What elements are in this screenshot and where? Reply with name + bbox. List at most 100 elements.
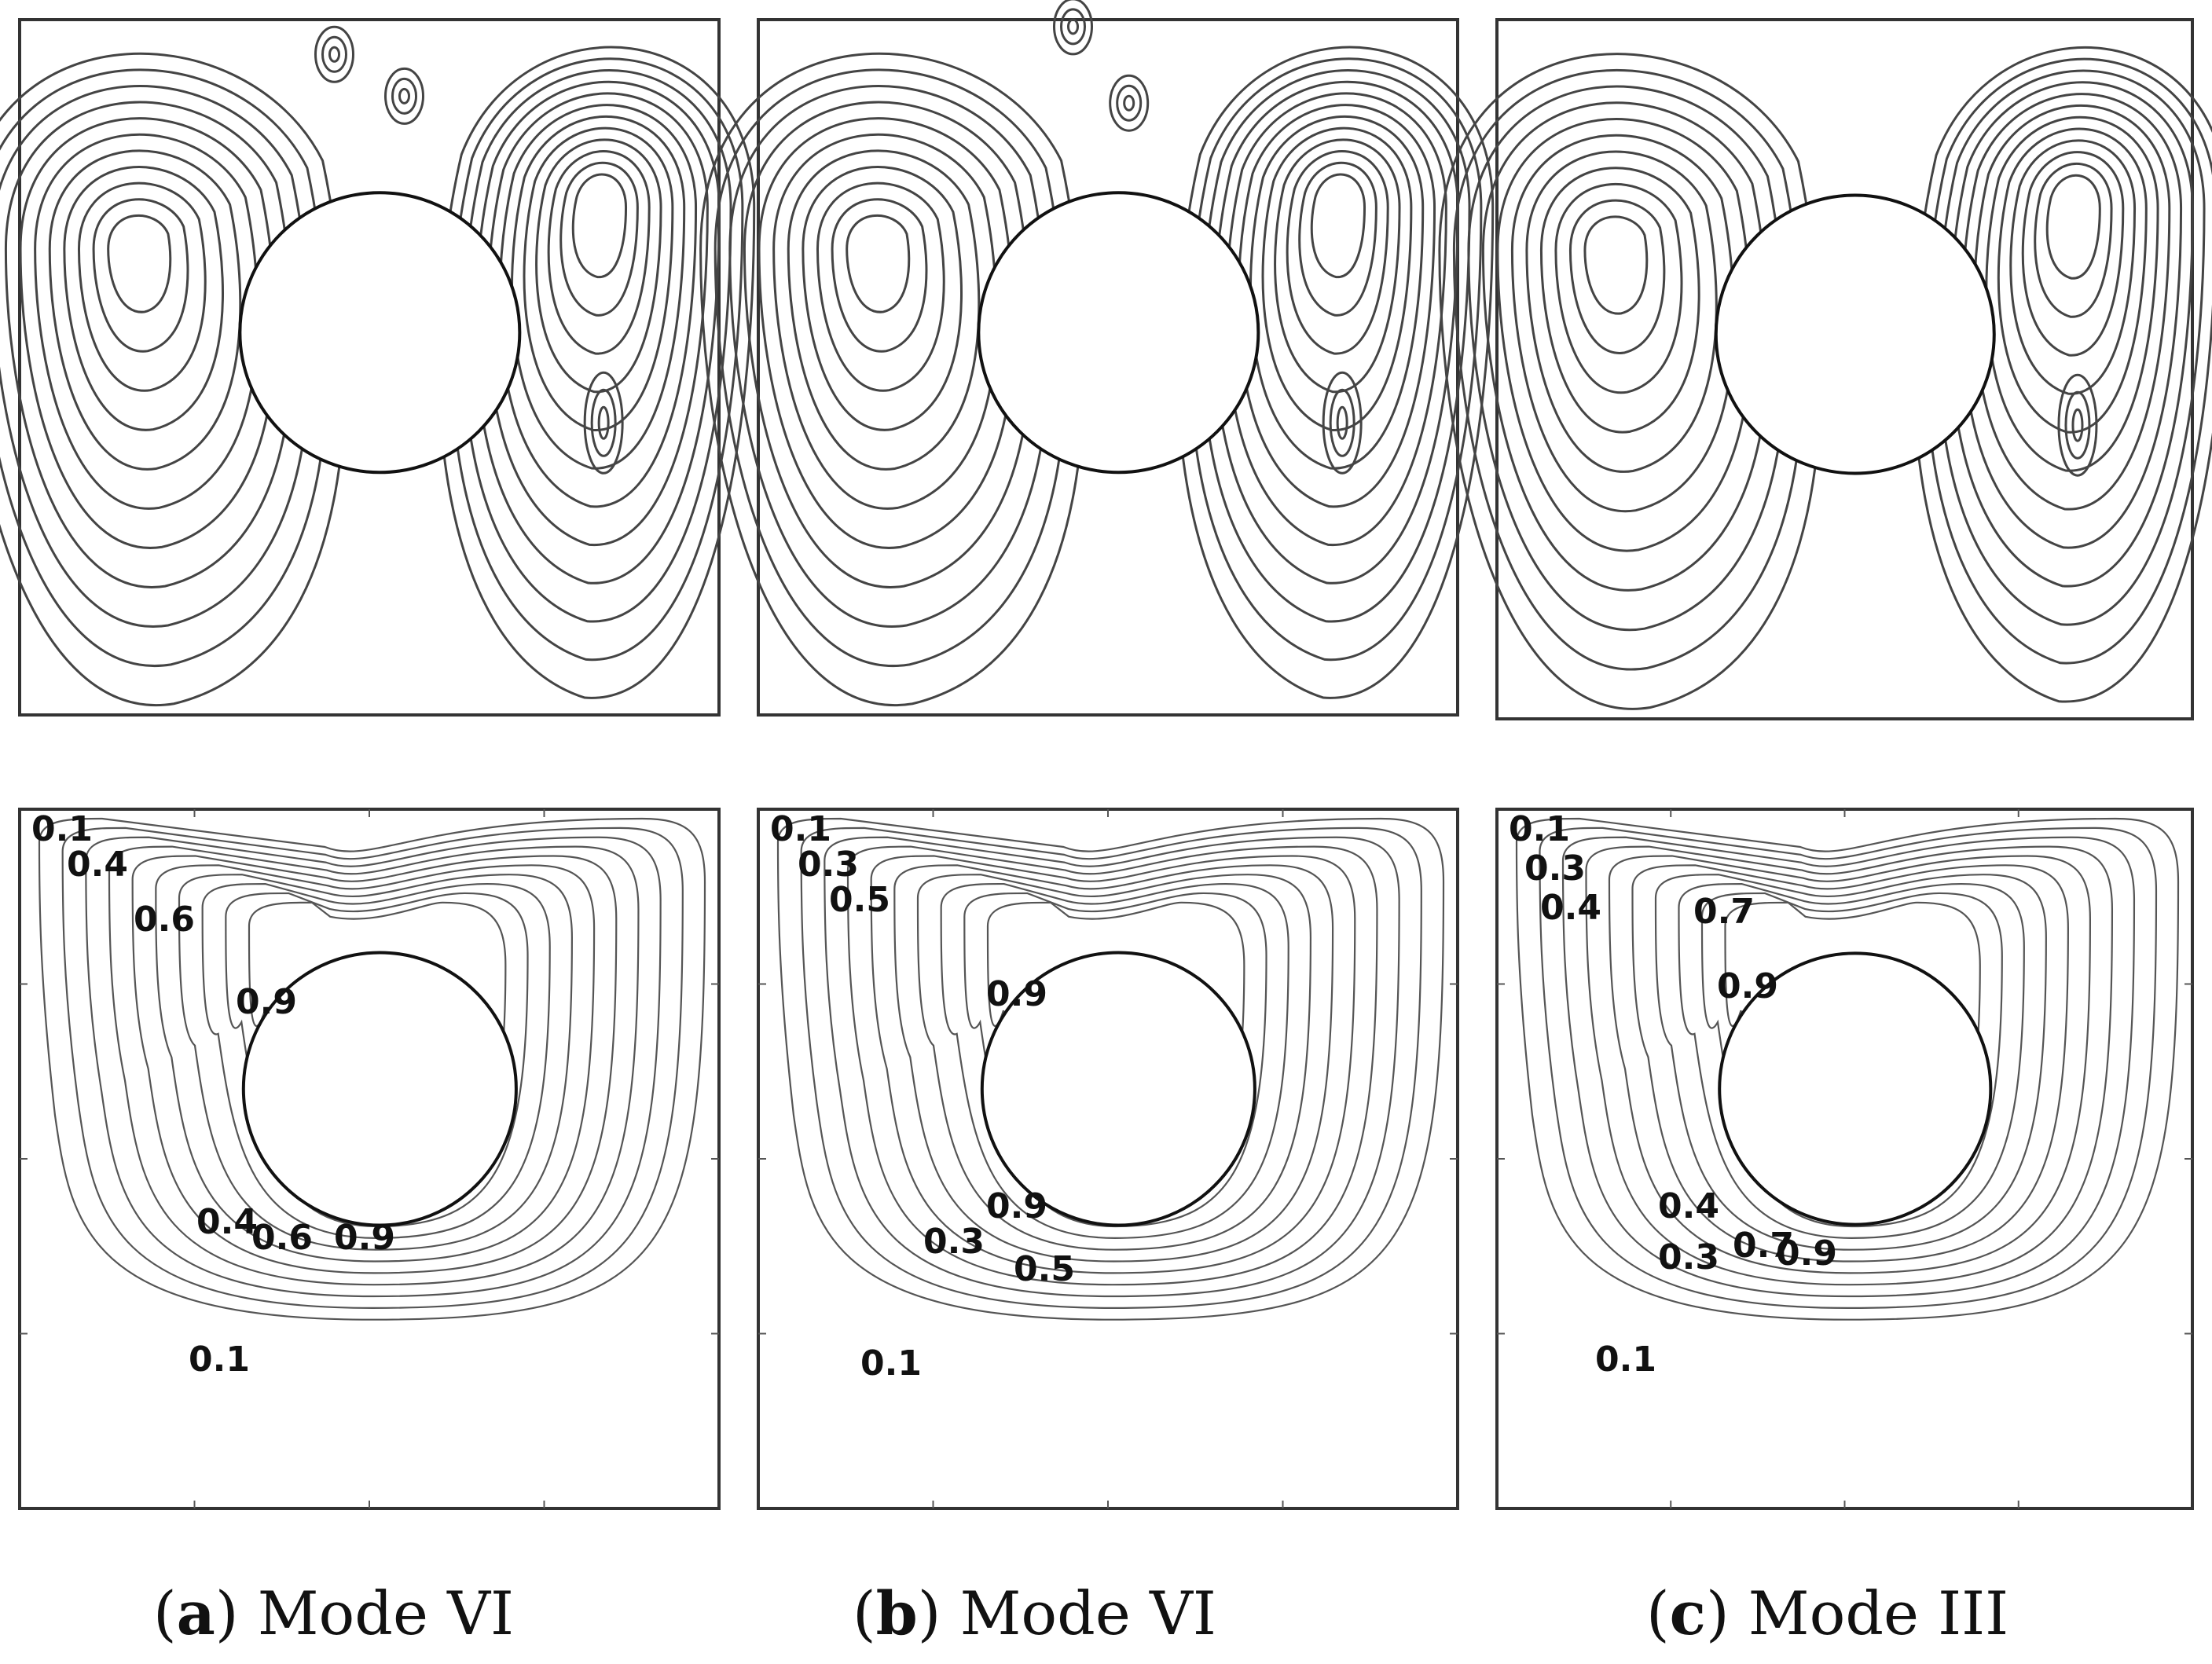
isotherm-line <box>1654 874 2047 1251</box>
top-eddy-streamline <box>1053 0 1093 56</box>
right-vortex-streamline <box>1912 46 2212 703</box>
isotherm-line <box>1608 855 2092 1274</box>
right-vortex-streamline <box>535 138 662 394</box>
isotherm-line <box>916 874 1312 1251</box>
isotherm-plot: 0.10.30.50.90.90.30.50.1 <box>757 808 1459 1510</box>
streamline-plot <box>1438 18 2212 720</box>
top-eddy-streamline <box>398 87 410 104</box>
isotherm-value-label: 0.9 <box>1776 1233 1837 1274</box>
left-vortex-streamline <box>92 198 189 353</box>
right-vortex-streamline <box>559 161 639 317</box>
isotherm-line <box>893 864 1334 1263</box>
panel-caption: (c) Mode III <box>1646 1578 2008 1648</box>
right-vortex-streamline <box>1274 138 1401 394</box>
right-vortex-streamline <box>2009 139 2137 395</box>
isotherm-line <box>940 882 1289 1239</box>
isotherm-value-label: 0.9 <box>986 1186 1047 1226</box>
left-vortex-streamline <box>1525 150 1718 473</box>
left-vortex-streamline <box>699 52 1085 707</box>
panel-caption: (a) Mode VI <box>153 1578 514 1648</box>
left-vortex-streamline <box>77 181 207 392</box>
isotherm-line <box>1631 864 2069 1263</box>
isotherm-line <box>38 817 706 1321</box>
left-vortex-streamline <box>1554 182 1683 394</box>
streamline-plot <box>699 0 1495 717</box>
isotherm-value-label: 0.1 <box>1595 1340 1656 1380</box>
isotherm-value-label: 0.7 <box>1733 1226 1794 1266</box>
isotherm-line <box>1515 817 2180 1321</box>
top-eddy-streamline <box>391 77 417 115</box>
right-vortex-streamline <box>571 173 628 279</box>
cylinder <box>238 191 522 475</box>
isotherm-value-label: 0.3 <box>1658 1237 1719 1277</box>
isotherm-line <box>1539 827 2158 1309</box>
isotherm-value-label: 0.5 <box>829 880 890 920</box>
isotherm-line <box>155 864 596 1263</box>
isotherm-value-label: 0.1 <box>31 809 93 849</box>
left-vortex-streamline <box>802 166 963 431</box>
isotherm-line <box>870 855 1356 1274</box>
caption-letter: b <box>876 1578 918 1648</box>
caption-text: Mode III <box>1748 1578 2008 1648</box>
isotherm-line <box>1561 836 2136 1298</box>
top-eddy-streamline <box>1067 18 1079 35</box>
isotherm-line <box>131 855 618 1274</box>
top-eddy-streamline <box>321 35 347 73</box>
cylinder <box>1714 193 1996 475</box>
caption-text: Mode VI <box>258 1578 514 1648</box>
isotherm-value-label: 0.5 <box>1014 1249 1075 1289</box>
secondary-eddy-streamline <box>1336 405 1348 440</box>
right-vortex-streamline <box>1298 161 1377 317</box>
top-eddy-streamline <box>314 25 354 83</box>
isotherm-value-label: 0.6 <box>251 1218 313 1258</box>
left-vortex-streamline <box>1583 215 1649 315</box>
right-vortex-streamline <box>547 150 651 355</box>
secondary-eddy-streamline <box>597 405 610 440</box>
panel-caption: (b) Mode VI <box>853 1578 1216 1648</box>
secondary-eddy-streamline <box>583 371 624 475</box>
left-vortex-streamline <box>787 149 981 471</box>
isotherm-line <box>1678 882 2025 1239</box>
right-vortex-streamline <box>1261 126 1413 431</box>
isotherm-value-label: 0.9 <box>1717 966 1778 1006</box>
isotherm-value-label: 0.4 <box>196 1202 258 1242</box>
right-vortex-streamline <box>1176 46 1495 699</box>
right-vortex-streamline <box>523 126 674 431</box>
right-vortex-streamline <box>1924 57 2212 665</box>
isotherm-value-label: 0.1 <box>1509 809 1570 849</box>
right-vortex-streamline <box>1936 69 2206 626</box>
right-vortex-streamline <box>2034 163 2113 318</box>
secondary-eddy-streamline <box>590 388 617 457</box>
left-vortex-streamline <box>1438 53 1822 710</box>
isotherm-value-label: 0.1 <box>189 1340 250 1380</box>
right-vortex-streamline <box>449 57 744 661</box>
cylinder <box>980 951 1256 1227</box>
right-vortex-streamline <box>2021 151 2125 357</box>
left-vortex-streamline <box>816 181 945 392</box>
isotherm-value-label: 0.9 <box>334 1218 395 1258</box>
caption-letter: a <box>177 1578 215 1648</box>
right-vortex-streamline <box>1997 127 2148 434</box>
top-eddy-streamline <box>1123 94 1135 112</box>
isotherm-value-label: 0.3 <box>923 1222 985 1262</box>
secondary-eddy-streamline <box>2071 408 2084 442</box>
cylinder <box>1718 951 1993 1226</box>
isotherm-line <box>824 836 1400 1298</box>
isotherm-line <box>85 836 662 1298</box>
isotherm-value-label: 0.6 <box>134 900 195 940</box>
left-vortex-streamline <box>1452 68 1805 671</box>
left-vortex-streamline <box>107 214 172 313</box>
isotherm-value-label: 0.3 <box>1524 848 1586 889</box>
right-vortex-streamline <box>437 46 756 699</box>
left-vortex-streamline <box>846 214 911 313</box>
left-vortex-streamline <box>0 52 347 707</box>
isotherm-value-label: 0.9 <box>986 974 1047 1014</box>
isotherm-value-label: 0.4 <box>1540 888 1601 928</box>
isotherm-value-label: 0.4 <box>67 845 128 885</box>
top-eddy-streamline <box>1116 84 1143 122</box>
isotherm-value-label: 0.4 <box>1658 1186 1719 1226</box>
streamline-frame <box>1495 18 2194 720</box>
